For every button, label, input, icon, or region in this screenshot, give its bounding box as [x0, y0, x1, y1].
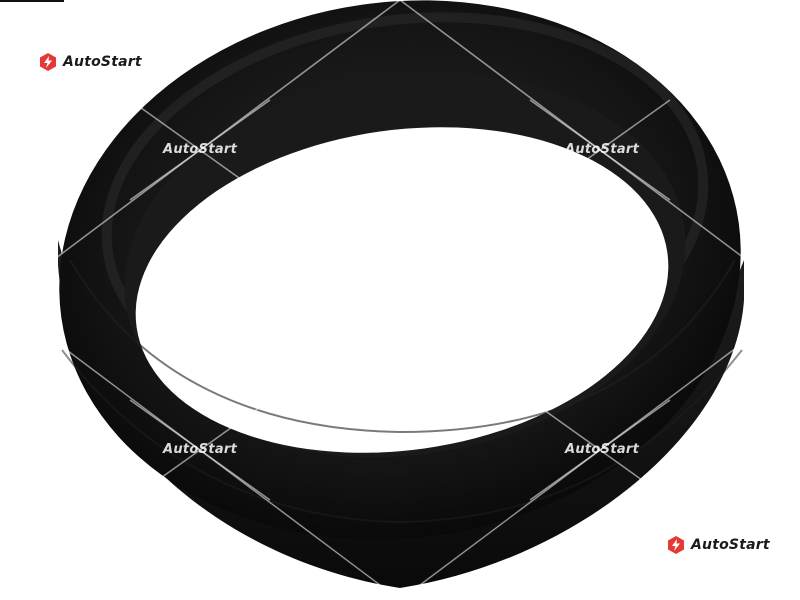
autostart-logo-icon: [668, 536, 684, 554]
watermark-text: AutoStart: [565, 142, 640, 157]
watermark-text: AutoStart: [565, 442, 640, 457]
brand-logo-text: AutoStart: [691, 537, 770, 553]
top-edge-line: [0, 0, 64, 2]
brand-logo-bottom-right: AutoStart: [666, 535, 770, 555]
ring-inner-hole: [135, 127, 669, 453]
autostart-logo-icon: [40, 53, 56, 71]
ring-ledge-line: [69, 259, 736, 434]
brand-logo-text: AutoStart: [63, 54, 142, 70]
watermark-text: AutoStart: [163, 442, 238, 457]
watermark-text: AutoStart: [163, 142, 238, 157]
ring-ledge-line: [61, 349, 743, 524]
brand-logo-top-left: AutoStart: [38, 52, 142, 72]
